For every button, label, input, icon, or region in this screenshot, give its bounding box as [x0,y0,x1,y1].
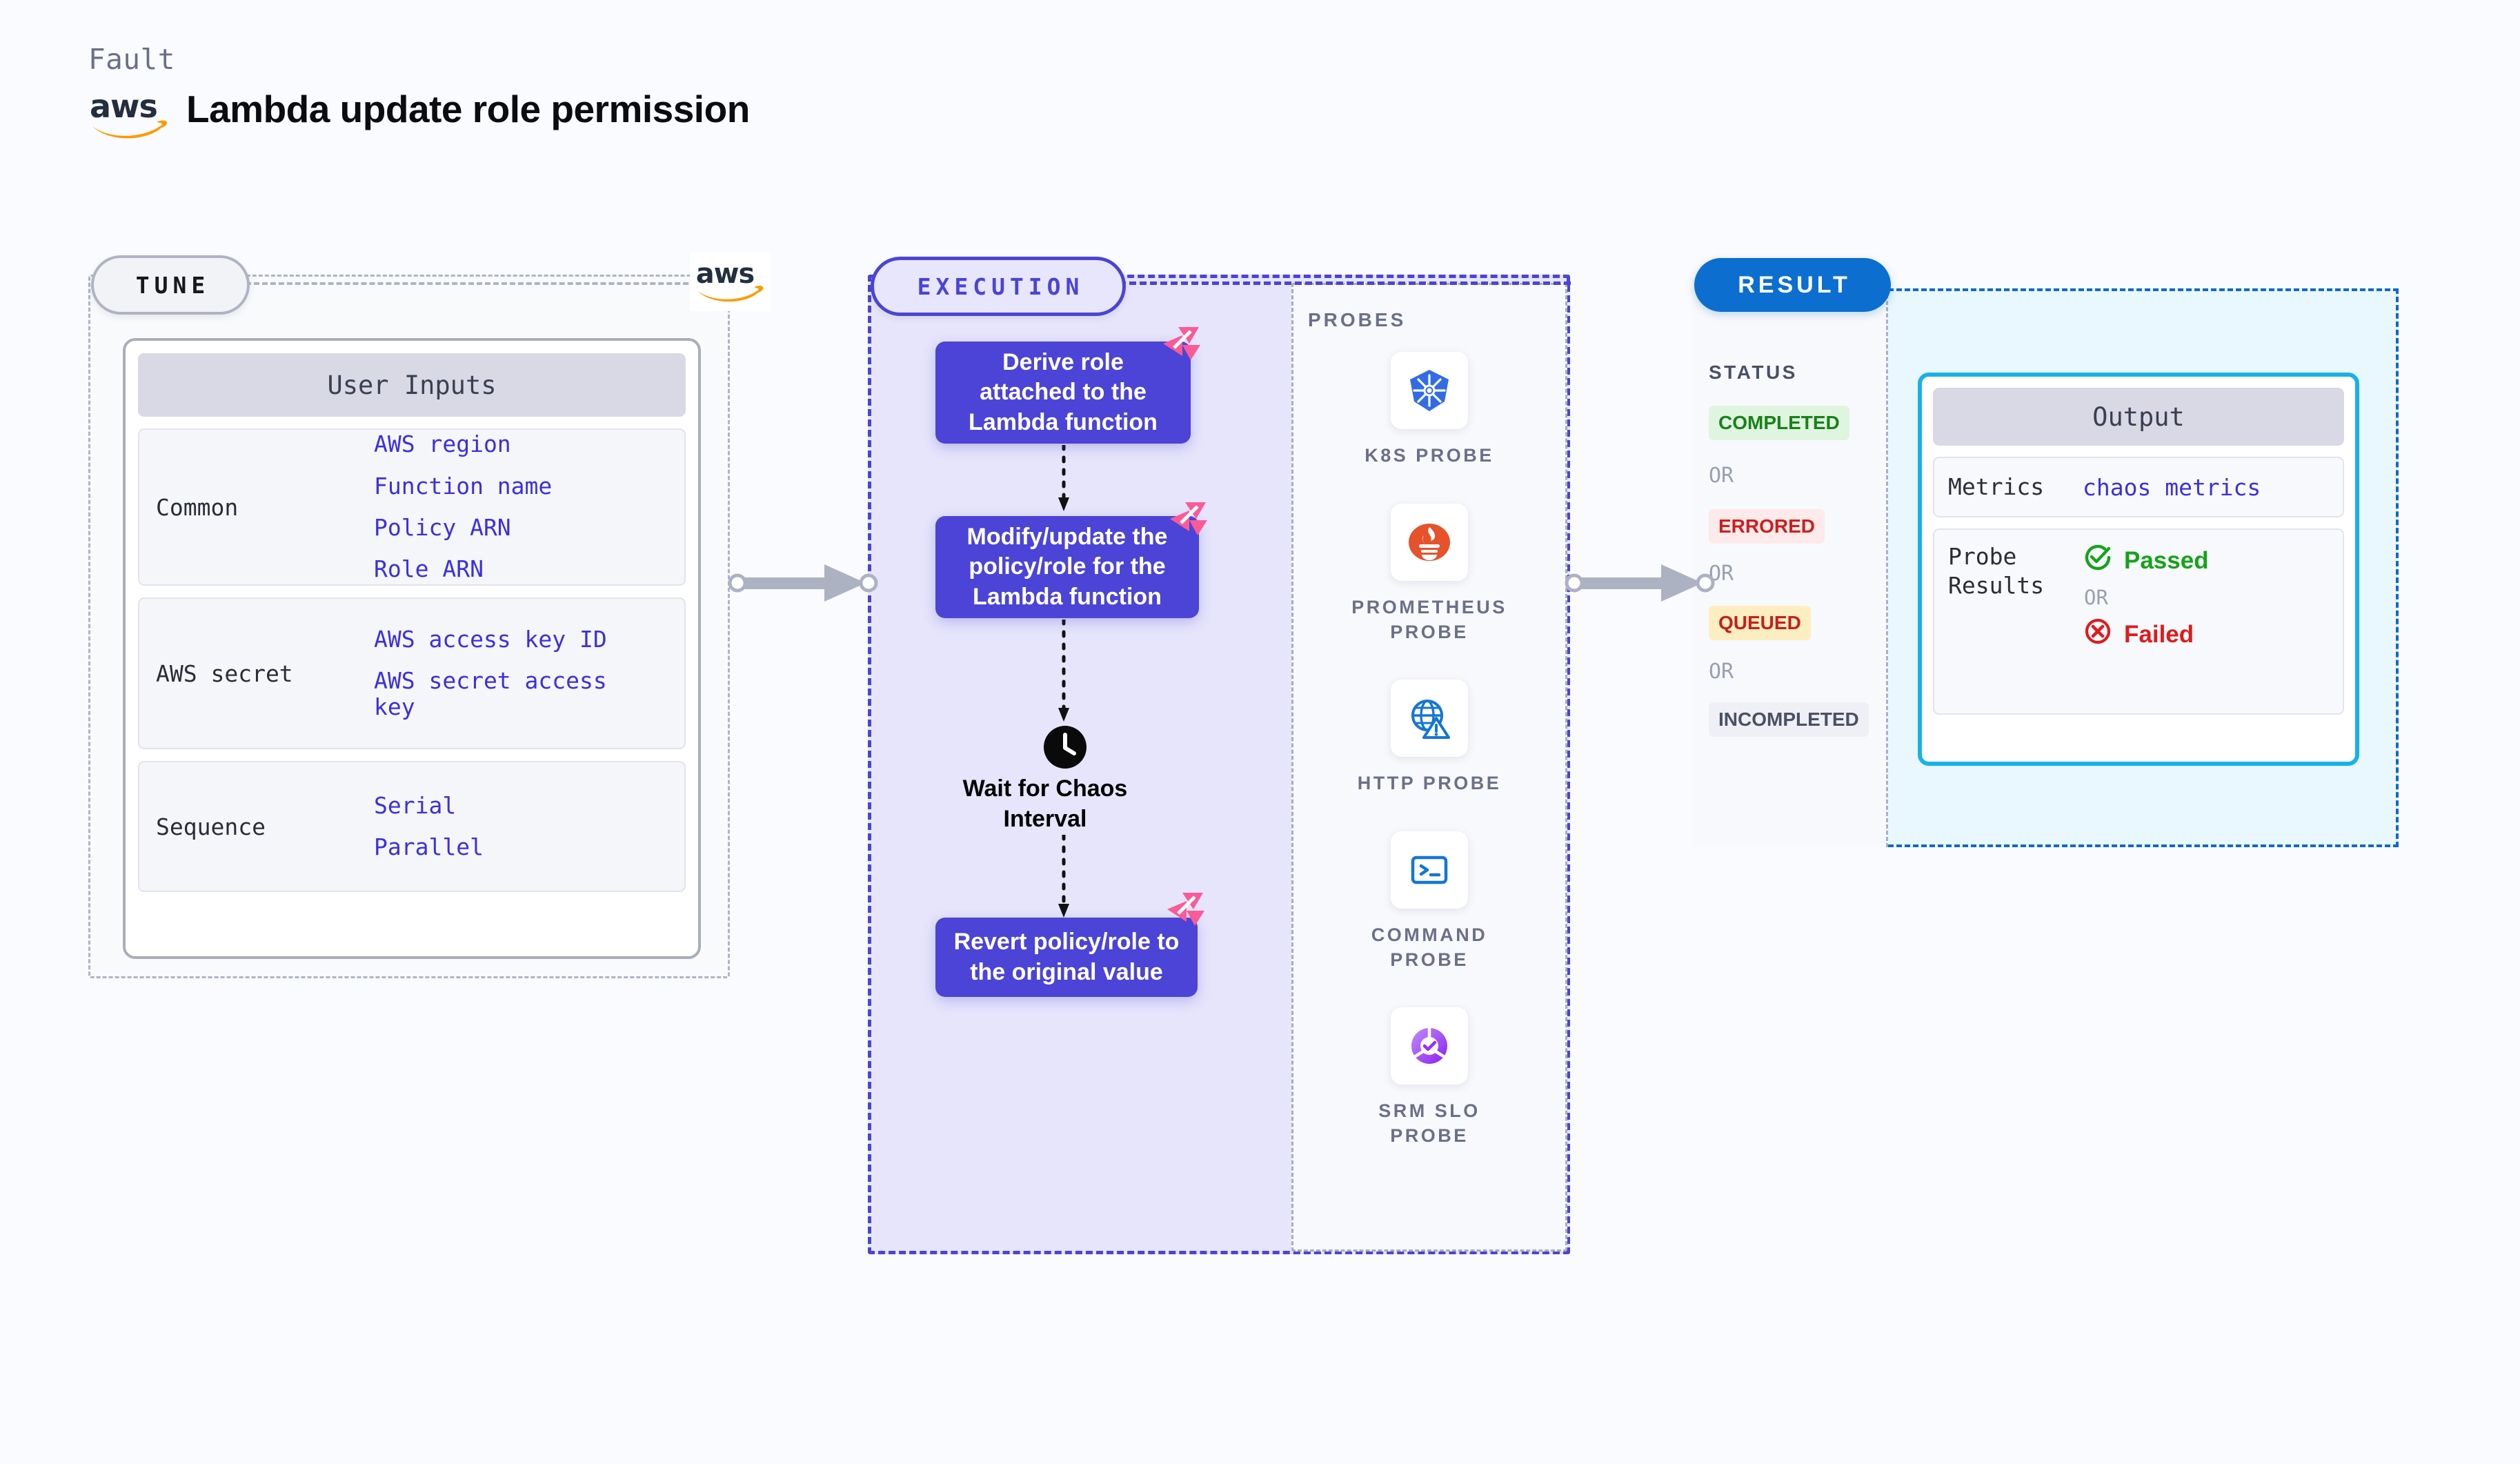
execution-top-dashed-line [1119,281,1571,285]
status-title: STATUS [1709,362,1798,383]
probe-item-k8s[interactable]: K8S PROBE [1291,352,1567,468]
or-label: OR [1709,660,1734,684]
input-value[interactable]: Role ARN [374,555,484,583]
kubernetes-icon [1391,352,1468,429]
or-label: OR [1709,464,1734,488]
input-group-sequence: Sequence Serial Parallel [138,761,686,892]
probe-item-prometheus[interactable]: PROMETHEUS PROBE [1291,504,1567,645]
execution-step-box[interactable]: Modify/update the policy/role for the La… [935,516,1199,618]
aws-logo: aws [88,87,171,139]
status-badge-incompleted: INCOMPLETED [1709,702,1869,737]
tune-top-dashed-line [246,282,722,285]
terminal-icon [1391,831,1468,909]
litmus-icon [1166,891,1204,927]
clock-icon [1044,726,1087,772]
group-label: Sequence [156,813,266,840]
probe-result-passed: Passed [2083,542,2209,579]
srm-slo-icon [1391,1007,1468,1085]
probe-item-command[interactable]: COMMAND PROBE [1291,831,1567,973]
connector-tune-to-execution [728,559,880,611]
wait-for-chaos-interval-label: Wait for Chaos Interval [962,775,1128,832]
failed-text: Failed [2124,620,2194,648]
output-row-metrics: Metrics chaos metrics [1933,457,2344,517]
input-group-aws-secret: AWS secret AWS access key ID AWS secret … [138,597,686,749]
input-value[interactable]: Policy ARN [374,514,511,541]
status-badge-queued: QUEUED [1709,606,1811,640]
result-status-column [1691,288,1888,847]
page-title: Lambda update role permission [186,87,750,130]
prometheus-icon [1391,504,1468,581]
input-value[interactable]: Function name [374,472,553,499]
flow-arrow [1053,617,1075,726]
svg-text:aws: aws [696,258,754,290]
litmus-icon [1169,501,1207,537]
user-inputs-header: User Inputs [138,353,686,417]
execution-step-box[interactable]: Revert policy/role to the original value [935,918,1198,997]
execution-step-box[interactable]: Derive role attached to the Lambda funct… [935,342,1191,444]
execution-stage-badge[interactable]: EXECUTION [871,257,1126,316]
output-header: Output [1933,388,2344,446]
probes-panel [1291,283,1567,1252]
input-group-common: Common AWS region Function name Policy A… [138,428,686,586]
result-stage-badge[interactable]: RESULT [1694,258,1891,312]
probe-label: COMMAND PROBE [1371,924,1488,971]
close-circle-icon [2083,616,2113,653]
output-row-probe-results: Probe Results Passed OR [1933,528,2344,715]
status-badge-errored: ERRORED [1709,509,1825,544]
probe-label: PROMETHEUS PROBE [1351,597,1507,643]
check-circle-icon [2083,542,2113,579]
litmus-icon [1162,326,1200,362]
metrics-label: Metrics [1948,473,2045,501]
user-inputs-card: User Inputs Common AWS region Function n… [123,338,701,959]
group-label: Common [156,493,239,521]
input-value[interactable]: AWS secret access key [374,666,607,721]
probe-label: SRM SLO PROBE [1378,1100,1480,1147]
http-globe-warning-icon [1391,680,1468,757]
tune-stage-badge[interactable]: TUNE [91,255,250,315]
group-label: AWS secret [156,660,293,687]
connector-execution-to-result [1565,559,1716,611]
probe-item-srm-slo[interactable]: SRM SLO PROBE [1291,1007,1567,1149]
aws-logo-corner: aws [690,252,771,311]
or-label: OR [2084,586,2108,609]
flow-arrow [1053,443,1075,516]
input-value[interactable]: AWS region [374,431,511,458]
input-value[interactable]: Serial [374,791,457,819]
probe-results-label: Probe Results [1948,543,2045,599]
metrics-value[interactable]: chaos metrics [2083,473,2261,501]
passed-text: Passed [2124,546,2209,574]
output-card: Output Metrics chaos metrics Probe Resul… [1918,373,2359,766]
input-value[interactable]: AWS access key ID [374,625,607,653]
probe-label: K8S PROBE [1365,445,1494,466]
probe-result-failed: Failed [2083,616,2209,653]
probe-item-http[interactable]: HTTP PROBE [1291,680,1567,795]
page-header: Fault aws Lambda update role permission [88,43,750,139]
probes-title: PROBES [1308,309,1407,330]
flow-arrow [1053,833,1075,922]
probe-label: HTTP PROBE [1357,773,1502,793]
fault-label: Fault [88,43,175,76]
input-value[interactable]: Parallel [374,833,484,860]
status-badge-completed: COMPLETED [1709,406,1849,440]
svg-text:aws: aws [90,88,157,125]
